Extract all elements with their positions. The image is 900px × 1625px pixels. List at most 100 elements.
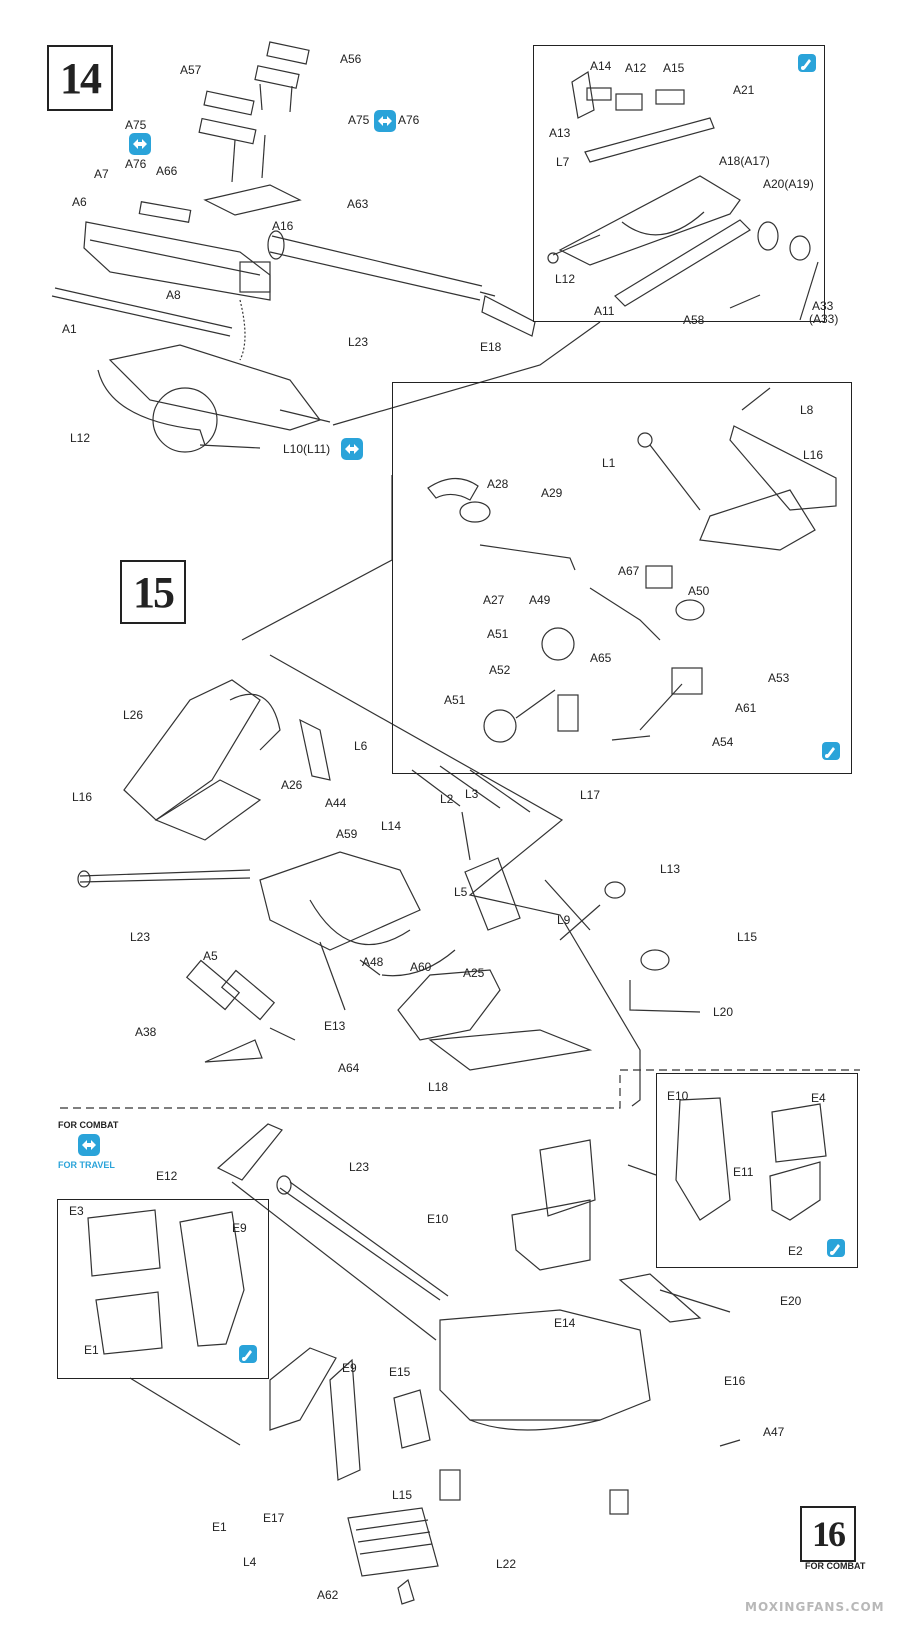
part-label: A33 bbox=[812, 299, 834, 313]
part-label: E4 bbox=[811, 1091, 826, 1105]
step-number-15: 15 bbox=[120, 560, 186, 624]
part-label: E16 bbox=[724, 1374, 746, 1388]
part-label: L15 bbox=[392, 1488, 413, 1502]
part-label: A15 bbox=[663, 61, 685, 75]
part-label: A57 bbox=[180, 63, 202, 77]
part-label: L9 bbox=[557, 913, 571, 927]
part-label: E11 bbox=[733, 1165, 754, 1179]
part-label: A76 bbox=[398, 113, 420, 127]
part-label: A25 bbox=[463, 966, 485, 980]
part-label: L15 bbox=[737, 930, 758, 944]
part-label: A49 bbox=[529, 593, 551, 607]
part-label: E14 bbox=[554, 1316, 576, 1330]
part-label: E10 bbox=[427, 1212, 449, 1226]
part-label: A48 bbox=[362, 955, 384, 969]
step15-inset-drawing bbox=[427, 387, 837, 743]
part-label: E13 bbox=[324, 1019, 346, 1033]
part-label: L6 bbox=[354, 739, 368, 753]
part-label: A28 bbox=[487, 477, 509, 491]
part-label: A21 bbox=[733, 83, 755, 97]
part-label: E9 bbox=[232, 1221, 247, 1235]
step14-inset-drawing bbox=[547, 71, 819, 321]
step16-right-inset-drawing bbox=[675, 1097, 827, 1221]
watermark: MOXINGFANS.COM bbox=[745, 1600, 885, 1614]
part-label: A11 bbox=[594, 304, 615, 318]
part-label: L26 bbox=[123, 708, 144, 722]
part-label: L2 bbox=[440, 792, 454, 806]
swap-arrows-icon bbox=[374, 110, 396, 132]
part-label: A1 bbox=[62, 322, 77, 336]
part-label: A56 bbox=[340, 52, 362, 66]
part-label: A13 bbox=[549, 126, 571, 140]
part-label: A51 bbox=[444, 693, 466, 707]
part-label: A60 bbox=[410, 960, 432, 974]
part-label: L13 bbox=[660, 862, 681, 876]
step16-left-inset-drawing bbox=[87, 1209, 245, 1355]
part-label: E1 bbox=[212, 1520, 227, 1534]
part-label: L4 bbox=[243, 1555, 257, 1569]
part-label: A44 bbox=[325, 796, 347, 810]
part-label: A75 bbox=[348, 113, 370, 127]
part-label: A76 bbox=[125, 157, 147, 171]
step16-left-inset-panel bbox=[57, 1199, 269, 1379]
mode-label-combat: FOR COMBAT bbox=[58, 1120, 119, 1130]
part-label: E18 bbox=[480, 340, 502, 354]
part-label: A16 bbox=[272, 219, 294, 233]
part-label: E2 bbox=[788, 1244, 803, 1258]
part-label: E10 bbox=[667, 1089, 689, 1103]
part-label: E9 bbox=[342, 1361, 357, 1375]
step15-inset-panel bbox=[392, 382, 852, 774]
part-label: A38 bbox=[135, 1025, 157, 1039]
part-label: L18 bbox=[428, 1080, 449, 1094]
part-label: L16 bbox=[803, 448, 824, 462]
part-label: A53 bbox=[768, 671, 790, 685]
part-label: A75 bbox=[125, 118, 147, 132]
part-label: A65 bbox=[590, 651, 612, 665]
part-label: A64 bbox=[338, 1061, 360, 1075]
part-label: L10(L11) bbox=[283, 442, 331, 456]
step14-drawing bbox=[51, 41, 536, 453]
step-number-16: 16 bbox=[800, 1506, 856, 1562]
part-label: L8 bbox=[800, 403, 814, 417]
part-label: A66 bbox=[156, 164, 178, 178]
part-label: A63 bbox=[347, 197, 369, 211]
part-label: A14 bbox=[590, 59, 612, 73]
part-label: A59 bbox=[336, 827, 358, 841]
part-label: A6 bbox=[72, 195, 87, 209]
part-label: E20 bbox=[780, 1294, 802, 1308]
step14-inset-panel bbox=[533, 45, 825, 322]
part-label: E1 bbox=[84, 1343, 99, 1357]
part-label: A62 bbox=[317, 1588, 339, 1602]
part-label: L23 bbox=[130, 930, 151, 944]
step15-drawing bbox=[77, 679, 701, 1071]
part-label: A54 bbox=[712, 735, 734, 749]
step-number-14: 14 bbox=[47, 45, 113, 111]
glue-tube-icon bbox=[827, 1239, 845, 1257]
part-label: L23 bbox=[348, 335, 369, 349]
part-label: L1 bbox=[602, 456, 616, 470]
glue-tube-icon bbox=[822, 742, 840, 760]
mode-label-travel: FOR TRAVEL bbox=[58, 1160, 115, 1170]
part-label: L20 bbox=[713, 1005, 734, 1019]
part-label: A47 bbox=[763, 1425, 785, 1439]
part-label: A8 bbox=[166, 288, 181, 302]
glue-tube-icon bbox=[239, 1345, 257, 1363]
swap-arrows-icon bbox=[78, 1134, 100, 1156]
glue-tube-icon bbox=[798, 54, 816, 72]
part-label: A50 bbox=[688, 584, 710, 598]
part-label: E17 bbox=[263, 1511, 285, 1525]
part-label: A29 bbox=[541, 486, 563, 500]
part-label: L22 bbox=[496, 1557, 517, 1571]
part-label: A18(A17) bbox=[719, 154, 770, 168]
part-label: A58 bbox=[683, 313, 705, 327]
part-label: A52 bbox=[489, 663, 511, 677]
part-label: L17 bbox=[580, 788, 601, 802]
step16-right-inset-panel bbox=[656, 1073, 858, 1268]
part-label: L12 bbox=[555, 272, 576, 286]
swap-arrows-icon bbox=[129, 133, 151, 155]
part-label: A51 bbox=[487, 627, 509, 641]
part-label: L7 bbox=[556, 155, 570, 169]
part-label: L12 bbox=[70, 431, 91, 445]
part-label: A27 bbox=[483, 593, 505, 607]
